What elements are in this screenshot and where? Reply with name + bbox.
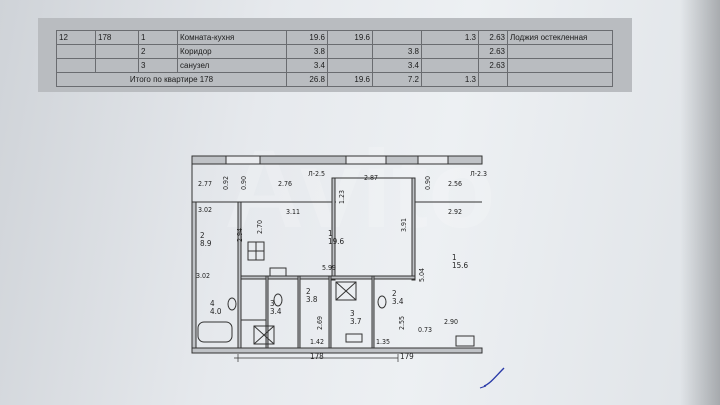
dim-label: 2.77 [198, 180, 213, 188]
total-note [507, 72, 613, 87]
dim-label: 3.02 [196, 272, 211, 280]
dim-label: 0.90 [424, 175, 432, 190]
cell-room-no: 3 [138, 58, 178, 73]
cell-room-no: 2 [138, 44, 178, 59]
cell-height: 2.63 [478, 44, 508, 59]
dim-label: 5.99 [322, 264, 337, 272]
total-area: 26.8 [286, 72, 328, 87]
dim-label: 1.23 [338, 189, 346, 204]
cell-loggia: 1.3 [421, 30, 479, 45]
dim-label: 0.92 [222, 175, 230, 190]
cell-aux: 3.4 [372, 58, 422, 73]
cell-aux [372, 30, 422, 45]
cell-note: Лоджия остекленная [507, 30, 613, 45]
dim-label: 2.87 [364, 174, 379, 182]
dim-label: 3.02 [198, 206, 213, 214]
cell-living: 19.6 [327, 30, 373, 45]
dim-label: 0.90 [240, 175, 248, 190]
room-label: 3 3.7 [350, 309, 362, 326]
cell-flat [56, 44, 96, 59]
dim-label: 2.56 [448, 180, 463, 188]
dim-label: Л-2.5 [308, 170, 326, 178]
cell-loggia [421, 58, 479, 73]
cell-flat: 12 [56, 30, 96, 45]
room-label: 2 3.8 [306, 287, 318, 304]
dim-label: 0.73 [418, 326, 433, 334]
floor-plan: 2.77 0.92 0.90 2.76 Л-2.5 2.87 0.90 2.56… [186, 150, 488, 362]
cell-living [327, 58, 373, 73]
room-label: 3 3.4 [270, 299, 282, 316]
table-row: 3 санузел 3.4 3.4 2.63 [56, 58, 613, 73]
floor-plan-drawing [191, 155, 483, 362]
cell-height: 2.63 [478, 30, 508, 45]
total-label: Итого по квартире 178 [56, 72, 287, 87]
cell-number: 178 [95, 30, 139, 45]
flat-number-label: 178 [310, 352, 324, 361]
dim-label: 5.04 [418, 267, 426, 282]
cell-number [95, 58, 139, 73]
table-row: 2 Коридор 3.8 3.8 2.63 [56, 44, 613, 59]
dim-label: 3.11 [286, 208, 301, 216]
dim-label: 2.76 [278, 180, 293, 188]
cell-note [507, 58, 613, 73]
dim-label: 1.35 [376, 338, 391, 346]
pen-stroke [479, 367, 505, 389]
cell-area: 19.6 [286, 30, 328, 45]
total-living: 19.6 [327, 72, 373, 87]
total-height [478, 72, 508, 87]
total-loggia: 1.3 [421, 72, 479, 87]
dim-label: 2.69 [316, 315, 324, 330]
cell-room: Комната-кухня [177, 30, 287, 45]
cell-room: санузел [177, 58, 287, 73]
cell-living [327, 44, 373, 59]
paper-shadow [680, 0, 720, 405]
cell-room-no: 1 [138, 30, 178, 45]
table-total-row: Итого по квартире 178 26.8 19.6 7.2 1.3 [56, 72, 613, 87]
room-label: 2 3.4 [392, 289, 404, 306]
room-label: 1 19.6 [328, 229, 345, 246]
dim-label: 2.94 [236, 227, 244, 242]
flat-number-label: 179 [400, 352, 414, 361]
cell-area: 3.8 [286, 44, 328, 59]
cell-number [95, 44, 139, 59]
dim-label: 2.55 [398, 315, 406, 330]
cell-height: 2.63 [478, 58, 508, 73]
dim-label: 2.92 [448, 208, 463, 216]
dim-label: 2.90 [444, 318, 459, 326]
cell-flat [56, 58, 96, 73]
dim-label: Л-2.3 [470, 170, 488, 178]
cell-area: 3.4 [286, 58, 328, 73]
total-aux: 7.2 [372, 72, 422, 87]
dim-label: 2.70 [256, 219, 264, 234]
dim-label: 3.91 [400, 217, 408, 232]
dim-label: 1.42 [310, 338, 325, 346]
room-table: 12 178 1 Комната-кухня 19.6 19.6 1.3 2.6… [56, 30, 613, 87]
room-label: 4 4.0 [210, 299, 222, 316]
table-row: 12 178 1 Комната-кухня 19.6 19.6 1.3 2.6… [56, 30, 613, 45]
cell-room: Коридор [177, 44, 287, 59]
cell-aux: 3.8 [372, 44, 422, 59]
cell-loggia [421, 44, 479, 59]
room-label: 1 15.6 [452, 253, 469, 270]
room-label: 2 8.9 [200, 231, 212, 248]
cell-note [507, 44, 613, 59]
